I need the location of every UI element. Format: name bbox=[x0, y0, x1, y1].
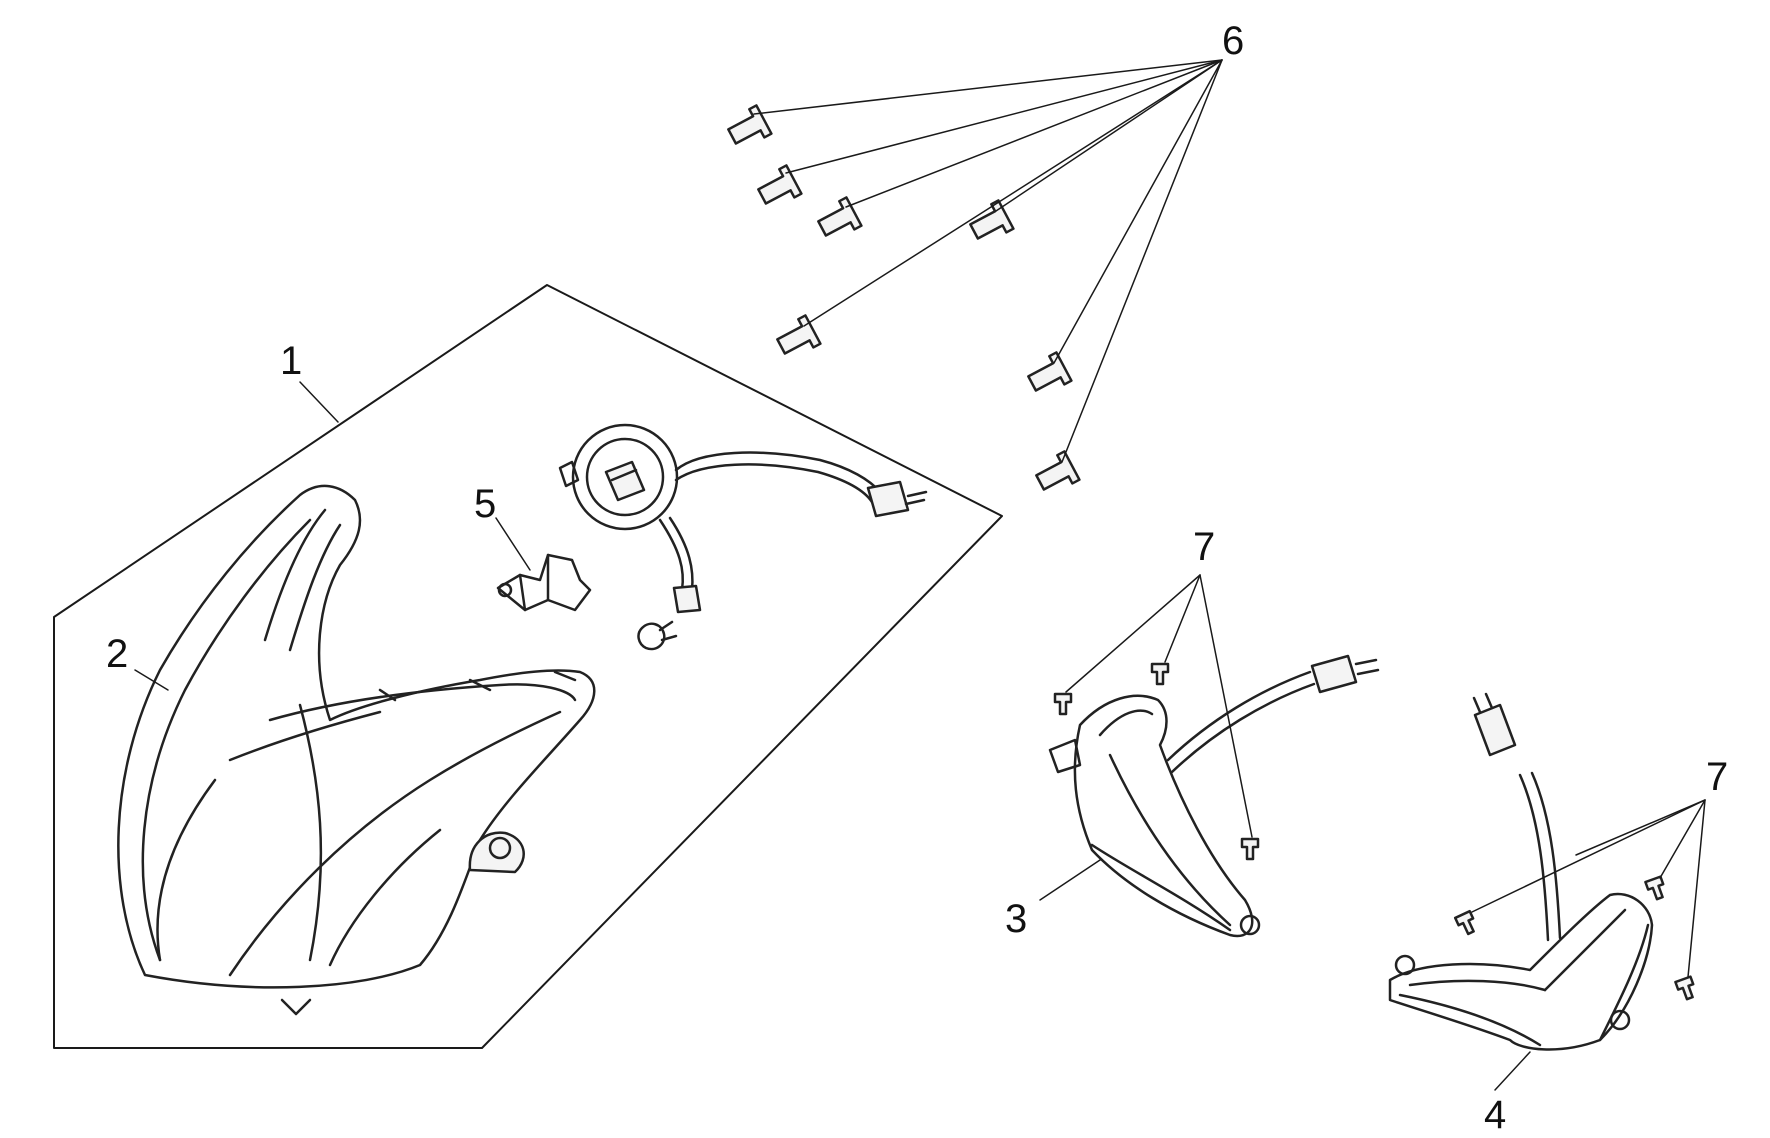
assembly-outline bbox=[53, 284, 1003, 1049]
callout-2: 2 bbox=[106, 632, 128, 676]
turn-signal-right bbox=[1388, 692, 1654, 1051]
headlight-lens bbox=[117, 484, 596, 1016]
clip-fasteners-6 bbox=[727, 104, 1081, 491]
callout-7b: 7 bbox=[1706, 755, 1728, 799]
callout-1: 1 bbox=[280, 339, 302, 383]
leader-lines bbox=[134, 59, 1706, 1091]
callout-3: 3 bbox=[1005, 897, 1027, 941]
turn-signal-left bbox=[1048, 654, 1380, 938]
callout-6: 6 bbox=[1222, 19, 1244, 63]
callout-7a: 7 bbox=[1193, 525, 1215, 569]
bulb-socket-harness bbox=[558, 423, 928, 651]
callout-4: 4 bbox=[1484, 1093, 1506, 1137]
screws-7 bbox=[1053, 662, 1695, 1001]
headlight-bulb bbox=[496, 553, 592, 612]
callout-5: 5 bbox=[474, 482, 496, 526]
